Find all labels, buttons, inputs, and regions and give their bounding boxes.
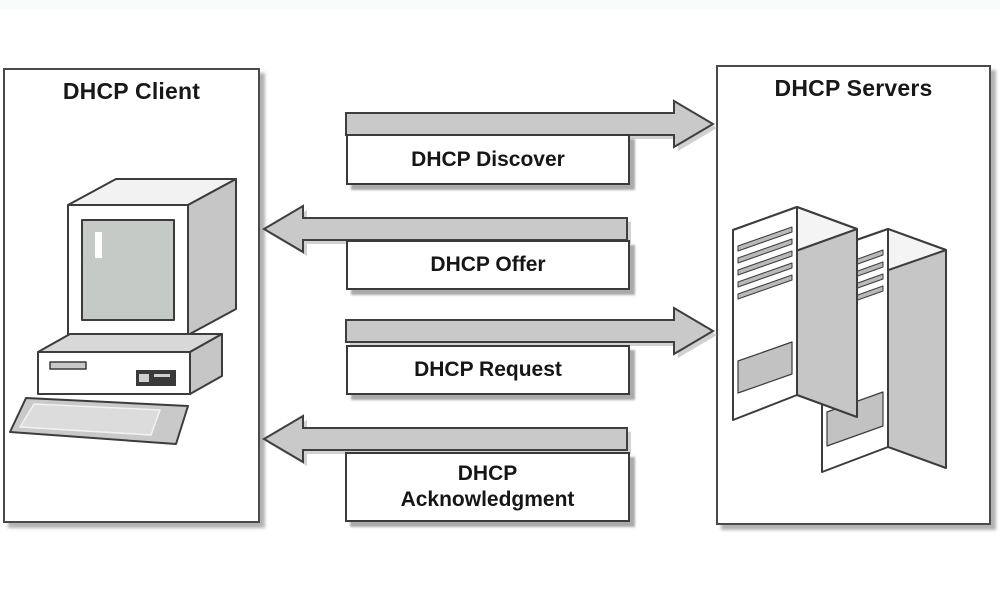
message-label-request: DHCP Request [346, 345, 630, 395]
message-label-text: DHCP Request [414, 358, 562, 382]
server-tower-front [732, 206, 858, 421]
keyboard [9, 397, 189, 445]
server-towers-icon [732, 206, 947, 473]
message-label-offer: DHCP Offer [346, 240, 630, 290]
message-label-line1: DHCP [457, 462, 518, 486]
background-tint [0, 0, 1000, 9]
message-label-acknowledgment: DHCP Acknowledgment [345, 452, 630, 522]
message-label-text: DHCP Offer [430, 253, 546, 277]
message-label-line2: Acknowledgment [400, 488, 575, 511]
message-label-discover: DHCP Discover [346, 134, 630, 185]
client-panel-title: DHCP Client [62, 78, 201, 104]
computer-case [37, 333, 223, 395]
desktop-computer-icon [9, 178, 237, 445]
arrow-left-acknowledgment-icon [262, 414, 631, 466]
servers-panel-title: DHCP Servers [774, 75, 933, 101]
monitor [67, 178, 237, 353]
arrow-right-request-icon [345, 306, 717, 358]
message-label-text: DHCP Discover [411, 147, 565, 171]
